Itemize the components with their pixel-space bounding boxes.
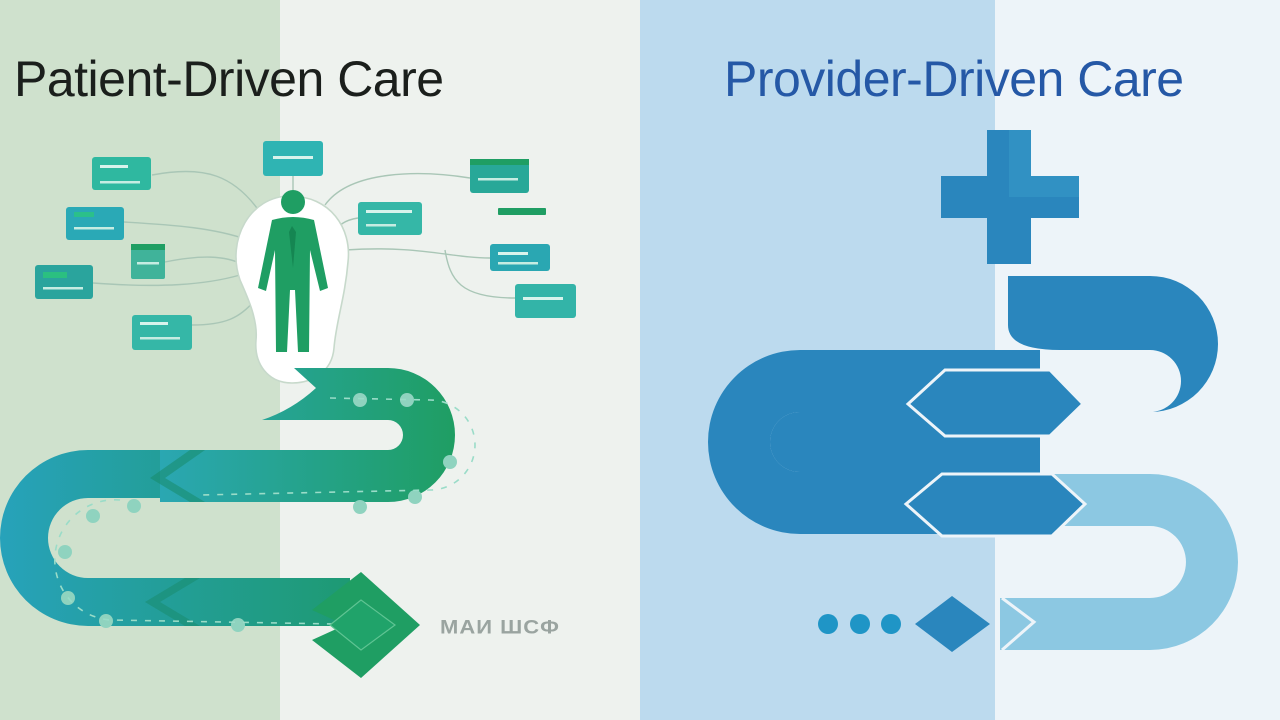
info-card [490, 244, 550, 271]
info-card [358, 202, 422, 235]
path-caption: МАИ ШСФ [440, 615, 560, 638]
patient-driven-title: Patient-Driven Care [14, 51, 444, 107]
info-card [132, 315, 192, 350]
path-lower-segment [0, 450, 350, 626]
info-card [35, 265, 93, 299]
patient-journey-path [0, 368, 476, 678]
step-chevron [903, 472, 1088, 538]
info-card [470, 159, 529, 193]
step-chevron [905, 368, 1086, 438]
journey-dashes [54, 397, 476, 626]
network-connectors [92, 170, 516, 326]
forward-arrow-inner [329, 599, 397, 651]
info-card [131, 244, 165, 279]
info-card [515, 284, 576, 318]
path-upper-segment [160, 368, 455, 502]
progress-dots [818, 614, 901, 634]
provider-care-path [708, 276, 1238, 652]
info-card [498, 208, 546, 215]
info-card [263, 141, 323, 176]
diamond-marker-icon [915, 596, 990, 652]
step-chevron-light [1001, 596, 1037, 652]
patient-network [35, 141, 576, 384]
medical-cross-icon [941, 130, 1079, 264]
path-upper-segment [770, 276, 1218, 472]
journey-dots [58, 393, 457, 632]
path-shadow-chevron [145, 578, 200, 626]
path-shadow-chevron [150, 450, 205, 502]
info-card [66, 207, 124, 240]
person-icon [258, 190, 328, 352]
provider-driven-title: Provider-Driven Care [724, 51, 1184, 107]
info-card [92, 157, 151, 190]
